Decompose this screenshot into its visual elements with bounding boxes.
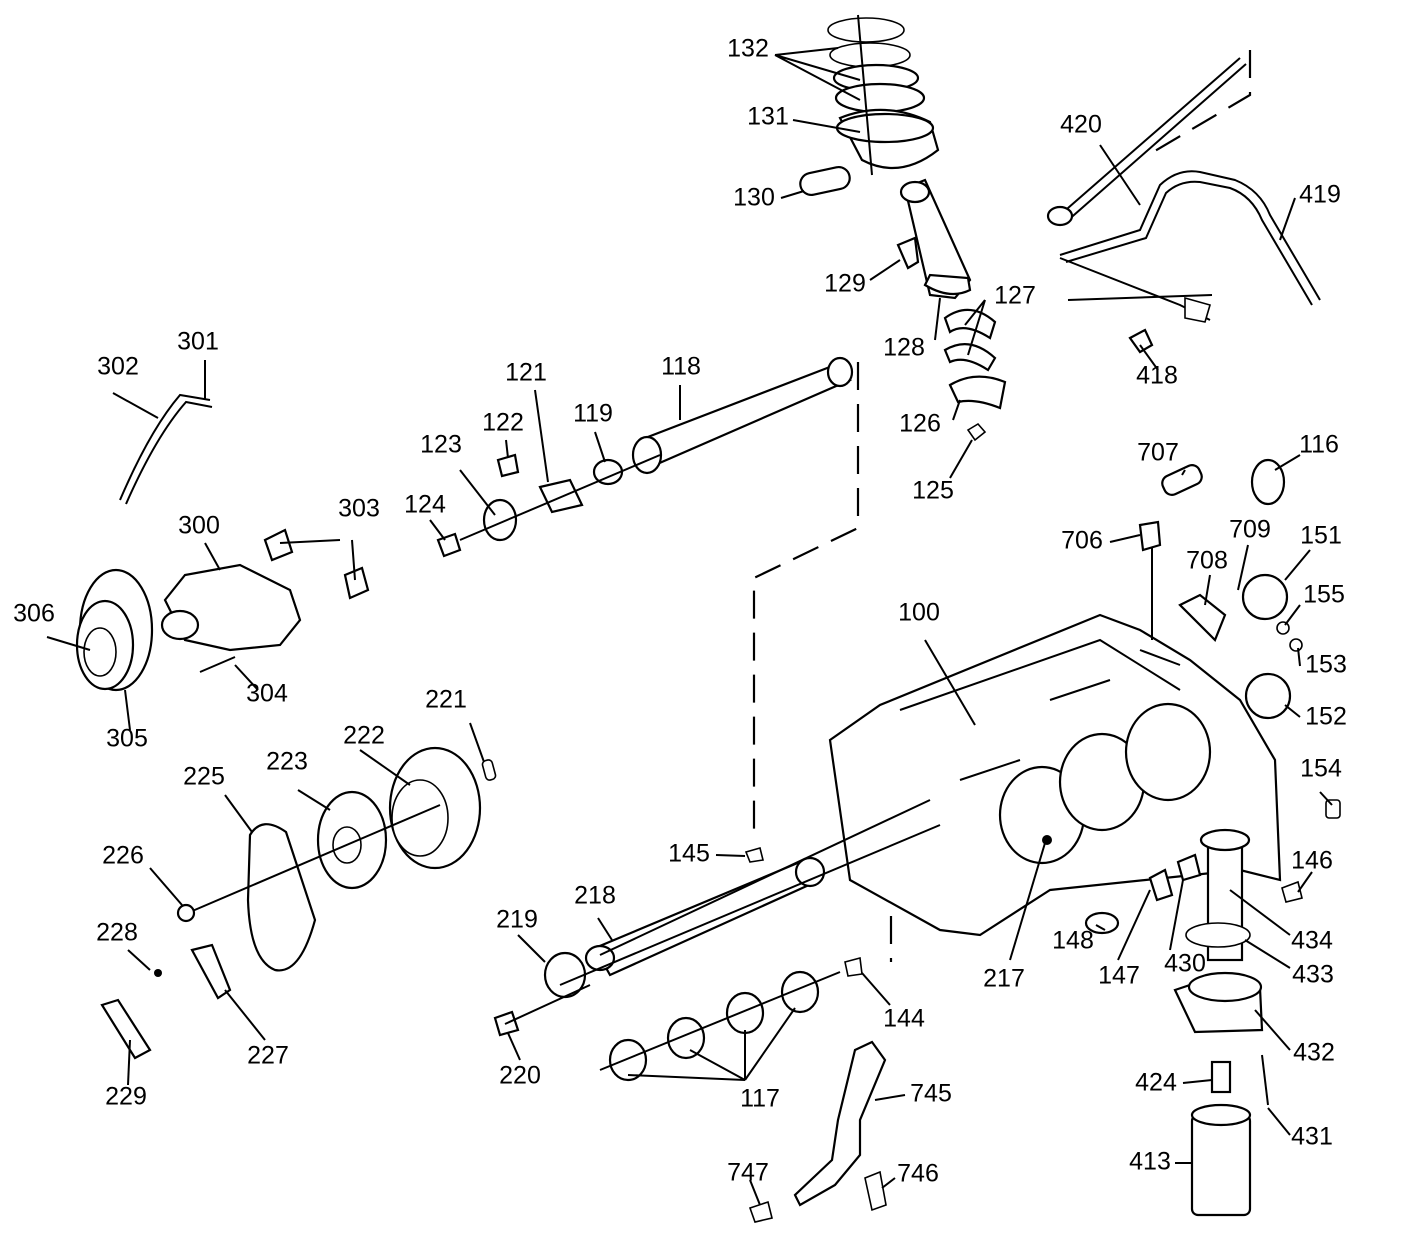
label-707: 707	[1137, 439, 1179, 467]
leader-lines	[46, 47, 1333, 1206]
label-745: 745	[910, 1080, 952, 1108]
label-116: 116	[1299, 431, 1339, 459]
label-121: 121	[505, 359, 547, 387]
label-430: 430	[1164, 950, 1206, 978]
label-127: 127	[994, 282, 1036, 310]
label-152: 152	[1305, 703, 1347, 731]
label-151: 151	[1300, 522, 1342, 550]
camshaft	[493, 799, 941, 1037]
label-226: 226	[102, 842, 144, 870]
label-119: 119	[573, 400, 613, 428]
label-217: 217	[983, 965, 1025, 993]
label-225: 225	[183, 763, 225, 791]
label-132: 132	[727, 35, 769, 63]
label-301: 301	[177, 328, 219, 356]
label-306: 306	[13, 600, 55, 628]
label-424: 424	[1135, 1069, 1177, 1097]
label-145: 145	[668, 840, 710, 868]
label-147: 147	[1098, 962, 1140, 990]
label-144: 144	[883, 1005, 925, 1033]
label-303: 303	[338, 495, 380, 523]
engine-block	[828, 613, 1282, 937]
label-100: 100	[898, 599, 940, 627]
label-419: 419	[1299, 181, 1341, 209]
label-218: 218	[574, 882, 616, 910]
piston-assembly	[799, 14, 940, 197]
bracket	[748, 1040, 887, 1223]
camshaft-bearings	[599, 970, 841, 1082]
connecting-rod	[896, 178, 1007, 442]
label-117: 117	[740, 1085, 780, 1113]
label-130: 130	[733, 184, 775, 212]
label-118: 118	[661, 353, 701, 381]
label-222: 222	[343, 722, 385, 750]
label-154: 154	[1300, 755, 1342, 783]
label-413: 413	[1129, 1148, 1171, 1176]
label-420: 420	[1060, 111, 1102, 139]
label-131: 131	[747, 103, 789, 131]
label-746: 746	[897, 1160, 939, 1188]
label-223: 223	[266, 748, 308, 776]
label-228: 228	[96, 919, 138, 947]
label-153: 153	[1305, 651, 1347, 679]
callout-labels: 132 131 130 129 128 127 126 125 420 419 …	[13, 35, 1347, 1188]
label-125: 125	[912, 477, 954, 505]
timing-components	[100, 746, 497, 1060]
label-229: 229	[105, 1083, 147, 1111]
label-123: 123	[420, 431, 462, 459]
label-305: 305	[106, 725, 148, 753]
label-433: 433	[1292, 961, 1334, 989]
label-155: 155	[1303, 581, 1345, 609]
label-418: 418	[1136, 362, 1178, 390]
oil-filter-assembly	[1148, 828, 1269, 1217]
label-126: 126	[899, 410, 941, 438]
label-709: 709	[1229, 516, 1271, 544]
label-146: 146	[1291, 847, 1333, 875]
label-219: 219	[496, 906, 538, 934]
water-pump-assembly	[75, 393, 370, 692]
label-300: 300	[178, 512, 220, 540]
balance-shaft-assembly	[436, 356, 854, 558]
label-220: 220	[499, 1062, 541, 1090]
label-227: 227	[247, 1042, 289, 1070]
label-148: 148	[1052, 927, 1094, 955]
label-706: 706	[1061, 527, 1103, 555]
oil-dipstick-tube	[1046, 57, 1321, 354]
label-432: 432	[1293, 1039, 1335, 1067]
label-431: 431	[1291, 1123, 1333, 1151]
label-302: 302	[97, 353, 139, 381]
label-129: 129	[824, 270, 866, 298]
label-128: 128	[883, 334, 925, 362]
label-221: 221	[425, 686, 467, 714]
label-124: 124	[404, 491, 446, 519]
label-747: 747	[727, 1159, 769, 1187]
label-304: 304	[246, 680, 288, 708]
label-434: 434	[1291, 927, 1333, 955]
label-122: 122	[482, 409, 524, 437]
label-708: 708	[1186, 547, 1228, 575]
